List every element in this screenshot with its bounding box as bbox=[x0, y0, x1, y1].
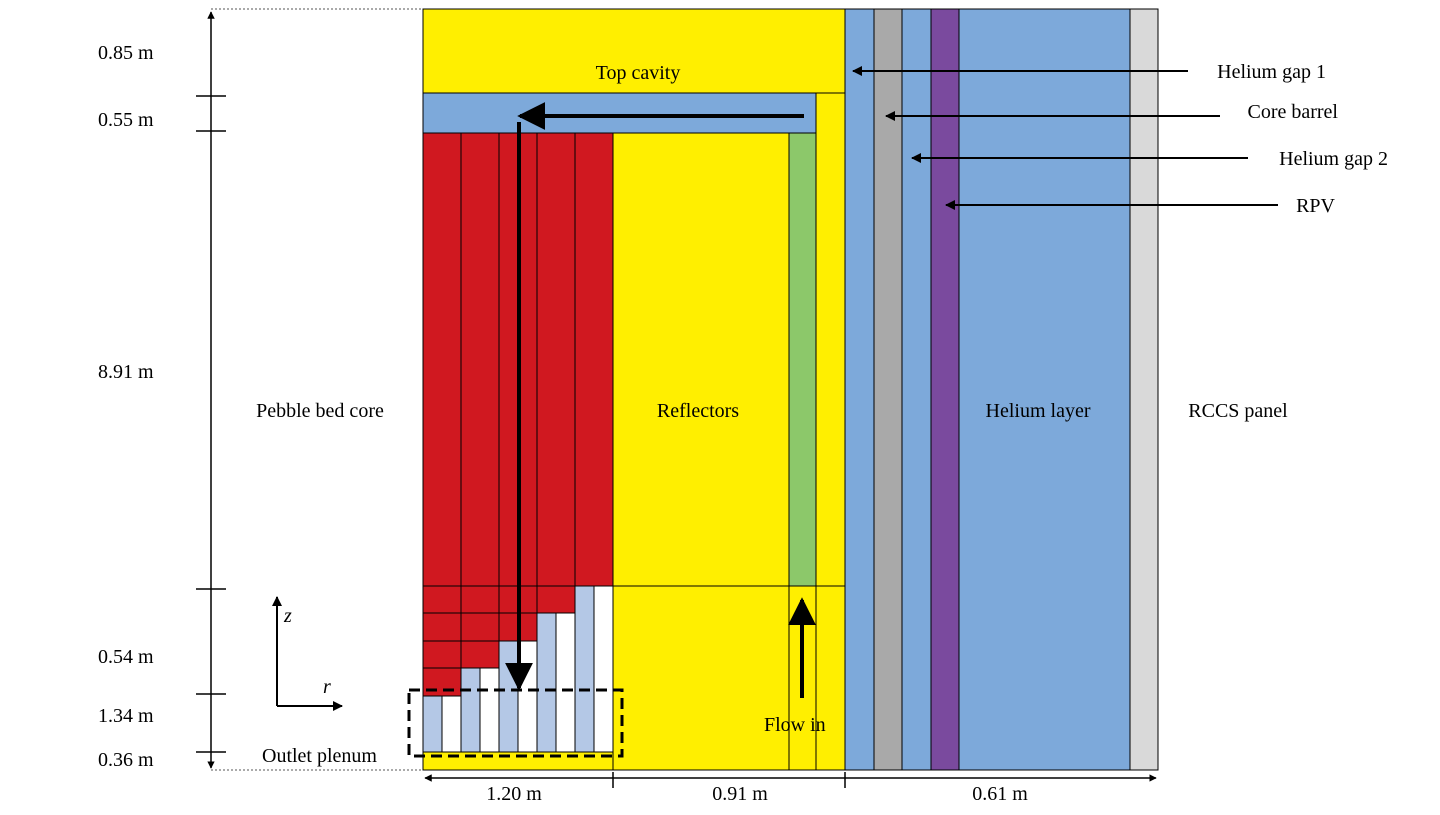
pebble-bed-core-label: Pebble bed core bbox=[256, 400, 384, 422]
rpv bbox=[930, 8, 960, 771]
r-axis-label: r bbox=[323, 676, 331, 698]
helium-gap-2 bbox=[901, 8, 932, 771]
flow-in-label: Flow in bbox=[764, 714, 826, 736]
dim-label-v-5: 0.36 m bbox=[98, 749, 154, 771]
reflector-grid-lines bbox=[423, 92, 845, 770]
callout-helium-gap-1-label: Helium gap 1 bbox=[1217, 61, 1326, 83]
dim-label-h-1: 0.91 m bbox=[712, 783, 768, 805]
inlet-plenum-band bbox=[422, 92, 817, 134]
top-cavity-label: Top cavity bbox=[596, 62, 681, 84]
dim-label-v-3: 0.54 m bbox=[98, 646, 154, 668]
callout-rpv-label: RPV bbox=[1296, 195, 1335, 217]
dim-label-v-1: 0.55 m bbox=[98, 109, 154, 131]
riser-channel bbox=[788, 132, 817, 587]
dim-label-h-2: 0.61 m bbox=[972, 783, 1028, 805]
callout-core-barrel-label: Core barrel bbox=[1247, 101, 1338, 123]
rccs-panel bbox=[1129, 8, 1159, 771]
rccs-panel-label: RCCS panel bbox=[1188, 400, 1288, 422]
core-barrel bbox=[873, 8, 903, 771]
dim-label-v-0: 0.85 m bbox=[98, 42, 154, 64]
lower-core-cells bbox=[422, 585, 614, 753]
outlet-plenum-label: Outlet plenum bbox=[262, 745, 377, 767]
dimension-guides bbox=[211, 8, 423, 771]
callout-helium-gap-2-label: Helium gap 2 bbox=[1279, 148, 1388, 170]
helium-layer bbox=[958, 8, 1131, 771]
radial-layers bbox=[844, 8, 1159, 771]
helium-gap-1 bbox=[844, 8, 875, 771]
pebble-bed-core-columns bbox=[422, 132, 614, 587]
outlet-plenum-box bbox=[407, 688, 624, 758]
reflectors-label: Reflectors bbox=[657, 400, 739, 422]
flow-arrows bbox=[505, 102, 816, 698]
dim-label-v-2: 8.91 m bbox=[98, 361, 154, 383]
horizontal-dimension bbox=[424, 772, 1157, 788]
vertical-dimension bbox=[196, 11, 226, 769]
helium-layer-label: Helium layer bbox=[986, 400, 1091, 422]
callout-leaders bbox=[852, 66, 1278, 210]
dim-label-v-4: 1.34 m bbox=[98, 705, 154, 727]
axis-indicator bbox=[272, 596, 343, 711]
dim-label-h-0: 1.20 m bbox=[486, 783, 542, 805]
z-axis-label: z bbox=[283, 605, 292, 627]
